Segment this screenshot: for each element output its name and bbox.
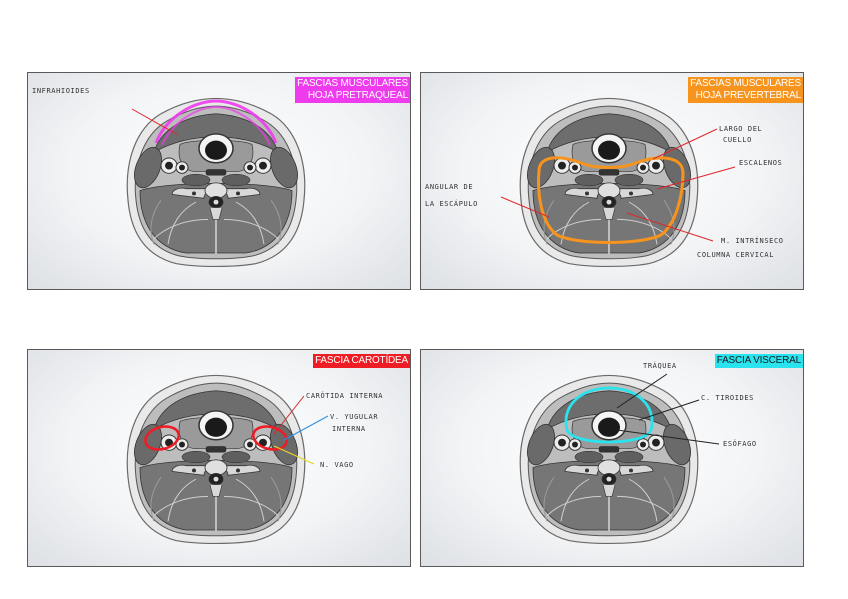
label-cuello: CUELLO	[723, 136, 752, 144]
neck-cross-section-diagram	[126, 97, 306, 268]
infrahioides-pointer	[131, 108, 179, 136]
tag-subtitle: HOJA PREVERTEBRAL	[695, 90, 802, 101]
tag-title: FASCIA VISCERAL	[716, 355, 801, 366]
label-esofago: ESÓFAGO	[723, 440, 757, 448]
tag-title: FASCIAS MUSCULARES	[690, 78, 801, 89]
section-tag: FASCIAS MUSCULARES HOJA PRETRAQUEAL	[295, 77, 410, 103]
tag-title: FASCIAS MUSCULARES	[297, 78, 408, 89]
panel-prevertebral-layer: FASCIAS MUSCULARES HOJA PREVERTEBRAL LAR…	[420, 72, 804, 290]
label-largo-del: LARGO DEL	[719, 125, 763, 133]
pretracheal-fascia-outline	[154, 99, 278, 144]
section-tag: FASCIAS MUSCULARES HOJA PREVERTEBRAL	[688, 77, 803, 103]
label-n-vago: N. VAGO	[320, 461, 354, 469]
label-columna-cervical: COLUMNA CERVICAL	[697, 251, 775, 259]
neck-cross-section-diagram	[500, 97, 736, 268]
prevertebral-fascia-outline	[537, 156, 685, 244]
label-m-intrinseco: M. INTRÍNSECO	[721, 237, 784, 245]
tag-title: FASCIA CAROTÍDEA	[315, 355, 408, 366]
neck-cross-section-diagram	[519, 373, 720, 545]
label-v-yugular: V. YUGULAR	[330, 413, 379, 421]
label-carotida-interna: CARÓTIDA INTERNA	[306, 392, 384, 400]
label-angular-de: ANGULAR DE	[425, 183, 474, 191]
label-la-escapulo: LA ESCÁPULO	[425, 200, 478, 208]
label-traquea: TRÁQUEA	[643, 362, 677, 370]
visceral-fascia-outline	[564, 386, 654, 444]
label-interna: INTERNA	[332, 425, 366, 433]
label-c-tiroides: C. TIROIDES	[701, 394, 754, 402]
left-carotid-sheath-outline	[144, 425, 180, 451]
neck-cross-section-diagram	[126, 374, 329, 545]
tag-subtitle: HOJA PRETRAQUEAL	[307, 90, 408, 101]
panel-pretracheal-layer: FASCIAS MUSCULARES HOJA PRETRAQUEAL INFR…	[27, 72, 411, 290]
label-infrahioides: INFRAHIOIDES	[32, 87, 90, 95]
label-escalenos: ESCALENOS	[739, 159, 783, 167]
section-tag: FASCIA VISCERAL	[714, 354, 803, 368]
section-tag: FASCIA CAROTÍDEA	[313, 354, 410, 368]
panel-visceral-fascia: FASCIA VISCERAL TRÁQUEA C. TIROIDES ESÓF…	[420, 349, 804, 567]
panel-carotid-sheath: FASCIA CAROTÍDEA CARÓTIDA INTERNA V. YUG…	[27, 349, 411, 567]
right-carotid-sheath-outline	[252, 425, 288, 451]
